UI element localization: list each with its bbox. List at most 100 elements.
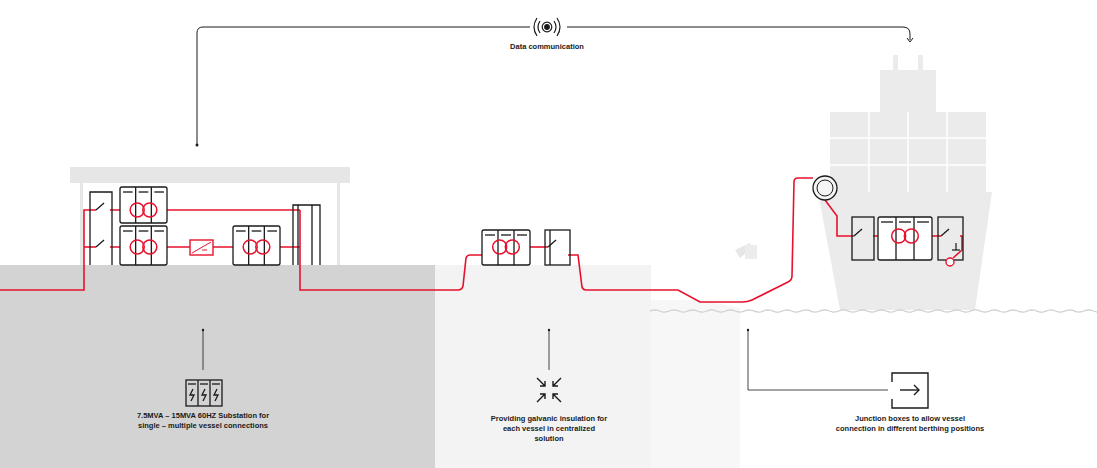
transformer [482,230,530,265]
drawing-part [538,21,556,33]
drawing-part [938,217,963,260]
substation-roof [70,167,350,183]
drawing-part [501,234,511,235]
drawing-part [913,217,914,260]
drawing-part [236,230,246,231]
drawing-part [537,378,545,386]
drawing-part [545,25,550,30]
drawing-part [248,226,249,265]
substation-icon [186,380,222,406]
callout-note: Junction boxes to allow vessel connectio… [835,414,985,434]
drawing-part [264,226,265,265]
drawing-part [534,18,560,36]
drawing-part [513,230,514,265]
drawing-part [485,234,495,235]
drawing-part [852,217,874,260]
drawing-part [892,373,928,408]
drawing-part [96,203,104,210]
drawing-part [0,210,96,290]
drawing-part [188,383,196,384]
drawing-part [917,221,929,222]
drawing-part [186,380,222,406]
drawing-part [825,200,854,236]
drawing-part [854,229,862,236]
container-lines [830,112,986,192]
data-line [197,27,913,144]
drawing-part [197,380,198,406]
drawing-part [190,389,194,401]
drawing-part [90,192,112,265]
drawing-part [553,394,561,402]
earth-mark [955,243,956,250]
transformer [233,226,280,265]
callout-note: 7.5MVA – 15MVA 60HZ Substation for singl… [133,411,273,431]
cable-reel [813,176,837,200]
quay-ground [0,265,436,468]
drawing-part [143,203,157,217]
drawing-part [202,389,206,401]
leader-dot [202,329,204,331]
cable-reel-inner [817,180,833,196]
radio-icon [534,18,560,36]
drawing-part [256,240,270,254]
drawing-part [135,226,136,265]
drawing-part [151,226,152,265]
drawing-part [545,230,570,265]
post [337,183,340,265]
drawing-part [899,221,911,222]
drawing-part [123,191,133,192]
leader-lines [203,331,888,390]
drawing-part [567,27,910,40]
drawing-part [880,70,936,112]
drawing-part [907,112,909,192]
drawing-part [568,178,813,302]
drawing-part [918,55,923,71]
insulation-icon [537,378,561,402]
ship [818,55,992,310]
drawing-part [868,112,870,192]
leader-dot [747,329,749,331]
drawing-part [914,385,919,395]
drawing-part [123,230,133,231]
transformer [120,187,167,223]
drawing-part [878,217,932,260]
quay-edge [651,265,740,468]
drawing-part [293,205,320,265]
leader-dot [196,144,199,147]
drawing-part [881,221,893,222]
drawing-part [548,240,556,247]
converter-mark [202,250,207,251]
drawing-part [300,210,482,290]
cabinets [90,192,963,265]
drawing-part [941,229,949,236]
drawing-part [139,191,149,192]
water-line [650,310,1097,312]
drawing-part [143,240,157,254]
transformers [120,187,932,265]
drawing-part [517,234,527,235]
drawing-part [482,230,530,265]
drawing-part [549,331,550,370]
earth-mark [952,249,960,250]
drawing-part [549,230,550,265]
drawing-part [200,383,208,384]
drawing-part [154,191,164,192]
drawing-part [542,22,552,32]
drawing-part [497,230,498,265]
drawing-part [553,378,561,386]
drawing-part [96,240,104,247]
drawing-part [154,230,164,231]
drawing-part [900,389,919,390]
drawing-part [139,230,149,231]
drawing-part [537,394,545,402]
drawing-part [120,187,167,223]
drawing-part [214,389,218,401]
drawing-part [209,380,210,406]
drawing-part [505,240,519,254]
drawing-part [120,226,167,265]
drawing-part [830,112,986,192]
drawing-part [893,55,898,71]
leader-dot [548,329,550,331]
generator-symbol [946,258,954,266]
